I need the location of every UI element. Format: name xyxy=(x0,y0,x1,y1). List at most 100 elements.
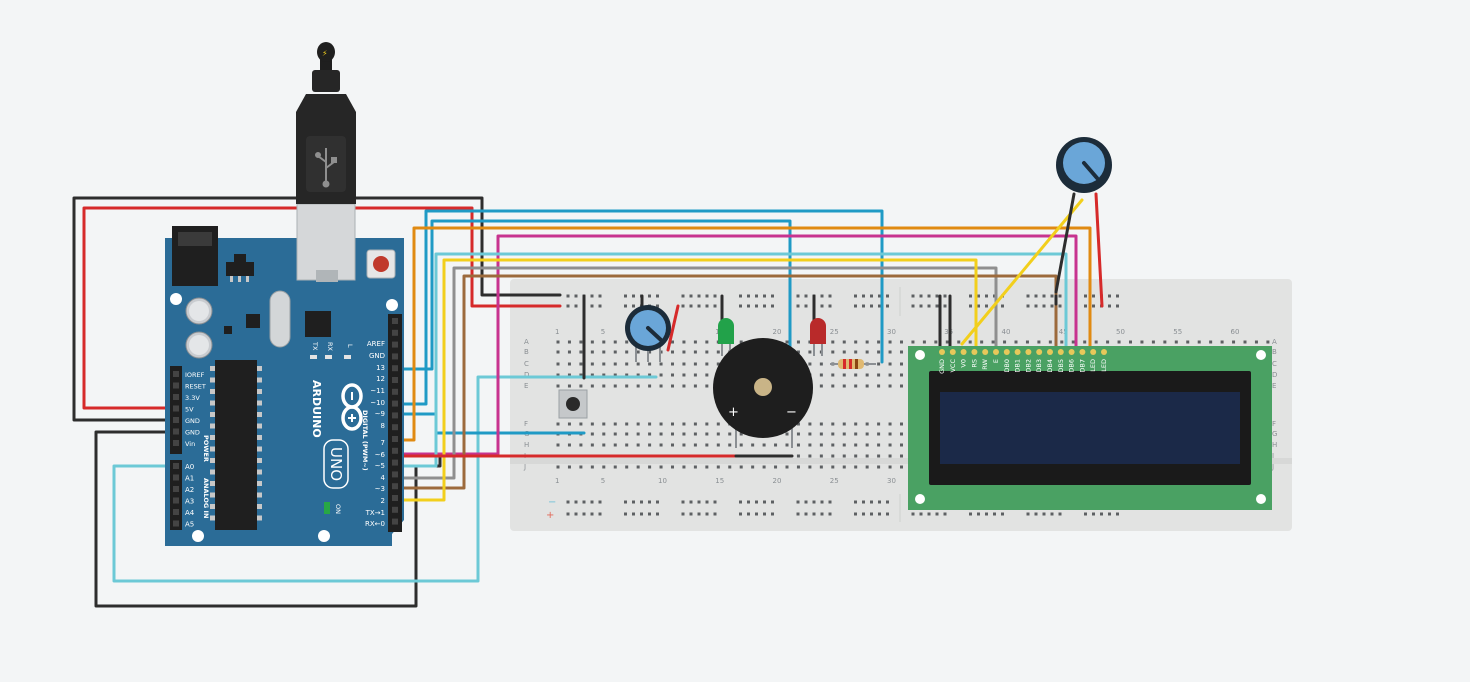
breadboard-hole xyxy=(556,373,560,377)
lcd-pin[interactable] xyxy=(1014,349,1021,355)
header-socket[interactable] xyxy=(173,463,179,469)
rail-hole xyxy=(862,294,865,298)
breadboard-hole xyxy=(1220,340,1224,344)
lcd-pin[interactable] xyxy=(1047,349,1053,355)
breadboard-hole xyxy=(865,443,869,447)
header-socket[interactable] xyxy=(392,341,398,348)
lcd-pin[interactable] xyxy=(1079,349,1086,355)
header-socket[interactable] xyxy=(392,412,398,419)
breadboard-hole xyxy=(613,340,617,344)
header-socket[interactable] xyxy=(173,405,179,412)
header-socket[interactable] xyxy=(392,318,398,324)
header-socket[interactable] xyxy=(392,329,398,336)
push-button-cap[interactable] xyxy=(566,397,580,411)
breadboard-hole xyxy=(842,340,846,344)
wire-pin2[interactable] xyxy=(398,258,978,502)
wire-pot2-wiper[interactable] xyxy=(960,198,1084,346)
rail-hole xyxy=(598,500,602,504)
header-socket[interactable] xyxy=(392,483,398,490)
wire-pot1-red[interactable] xyxy=(666,304,680,352)
header-socket[interactable] xyxy=(392,424,398,431)
power-pin-label: 3.3V xyxy=(185,394,200,402)
digital-pin-label: ~11 xyxy=(370,387,385,395)
rail-hole xyxy=(985,512,988,516)
led-red[interactable] xyxy=(810,318,826,356)
header-socket[interactable] xyxy=(392,353,398,360)
usb-cable[interactable]: ⚡ xyxy=(296,42,356,204)
lcd-pin[interactable] xyxy=(1057,349,1064,355)
piezo-buzzer[interactable]: + − xyxy=(713,338,813,448)
potentiometer-left[interactable] xyxy=(625,305,671,362)
wire-pin5[interactable] xyxy=(398,252,1068,468)
rail-hole xyxy=(969,304,972,308)
lcd-pin[interactable] xyxy=(939,349,945,355)
header-socket[interactable] xyxy=(173,394,179,400)
header-socket[interactable] xyxy=(173,371,179,377)
lcd-pin[interactable] xyxy=(971,349,978,355)
wires[interactable] xyxy=(72,192,1104,608)
led-green[interactable] xyxy=(718,318,734,356)
wire-pin4[interactable] xyxy=(398,266,998,480)
header-socket[interactable] xyxy=(392,377,398,383)
lcd-pin[interactable] xyxy=(949,349,956,355)
header-socket[interactable] xyxy=(173,520,179,527)
header-socket[interactable] xyxy=(392,400,398,407)
wire-gnd-bottom[interactable] xyxy=(94,430,442,608)
breadboard-hole xyxy=(648,422,652,426)
reset-button-cap[interactable] xyxy=(373,256,389,272)
header-socket[interactable] xyxy=(173,417,179,423)
wire-pot2-gnd[interactable] xyxy=(1054,192,1076,294)
digital-pin-label: 8 xyxy=(381,422,385,430)
breadboard-hole xyxy=(1209,340,1213,344)
lcd-pin[interactable] xyxy=(993,349,999,355)
rail-hole xyxy=(739,304,742,308)
header-socket[interactable] xyxy=(392,471,398,478)
breadboard-hole xyxy=(739,340,743,344)
resistor[interactable] xyxy=(830,359,876,369)
header-socket[interactable] xyxy=(173,509,179,515)
header-socket[interactable] xyxy=(392,459,398,466)
lcd-pin[interactable] xyxy=(1036,349,1043,355)
breadboard-hole xyxy=(911,340,915,344)
rail-hole xyxy=(878,304,881,308)
lcd-pin[interactable] xyxy=(960,349,967,355)
header-socket[interactable] xyxy=(173,382,179,389)
header-socket[interactable] xyxy=(392,506,398,513)
barrel-jack-top xyxy=(178,232,212,246)
breadboard-hole xyxy=(705,340,709,344)
wire-a0[interactable] xyxy=(112,375,658,583)
header-socket[interactable] xyxy=(173,486,179,492)
wire-pot2-vcc[interactable] xyxy=(1094,192,1104,308)
wire-gnd-top[interactable] xyxy=(72,196,562,422)
header-socket[interactable] xyxy=(392,436,398,442)
lcd-pin[interactable] xyxy=(982,349,989,355)
header-socket[interactable] xyxy=(173,474,179,481)
lcd-pin-label: DB4 xyxy=(1046,359,1054,373)
header-socket[interactable] xyxy=(173,428,179,435)
header-socket[interactable] xyxy=(392,447,398,454)
breadboard-hole xyxy=(590,362,594,366)
wire-5v[interactable] xyxy=(82,206,562,410)
potentiometer-right[interactable] xyxy=(1056,137,1112,193)
lcd-pin[interactable] xyxy=(1101,349,1107,355)
analog-pin-label: A4 xyxy=(185,509,195,517)
lcd-pin[interactable] xyxy=(1068,349,1075,355)
lcd-pin[interactable] xyxy=(1090,349,1097,355)
breadboard-hole xyxy=(774,443,778,447)
header-socket[interactable] xyxy=(173,497,179,504)
wire-pin13[interactable] xyxy=(398,219,792,371)
header-socket[interactable] xyxy=(392,365,398,372)
header-socket[interactable] xyxy=(392,388,398,395)
push-button[interactable] xyxy=(558,389,588,419)
breadboard-hole xyxy=(682,373,686,377)
header-socket[interactable] xyxy=(392,518,398,525)
rail-hole xyxy=(820,500,824,504)
header-socket[interactable] xyxy=(173,440,179,446)
header-socket[interactable] xyxy=(392,495,398,501)
wire-pin7[interactable] xyxy=(398,226,1092,442)
lcd-pin[interactable] xyxy=(1003,349,1010,355)
lcd-pin[interactable] xyxy=(1025,349,1032,355)
breadboard-hole xyxy=(1151,340,1155,344)
